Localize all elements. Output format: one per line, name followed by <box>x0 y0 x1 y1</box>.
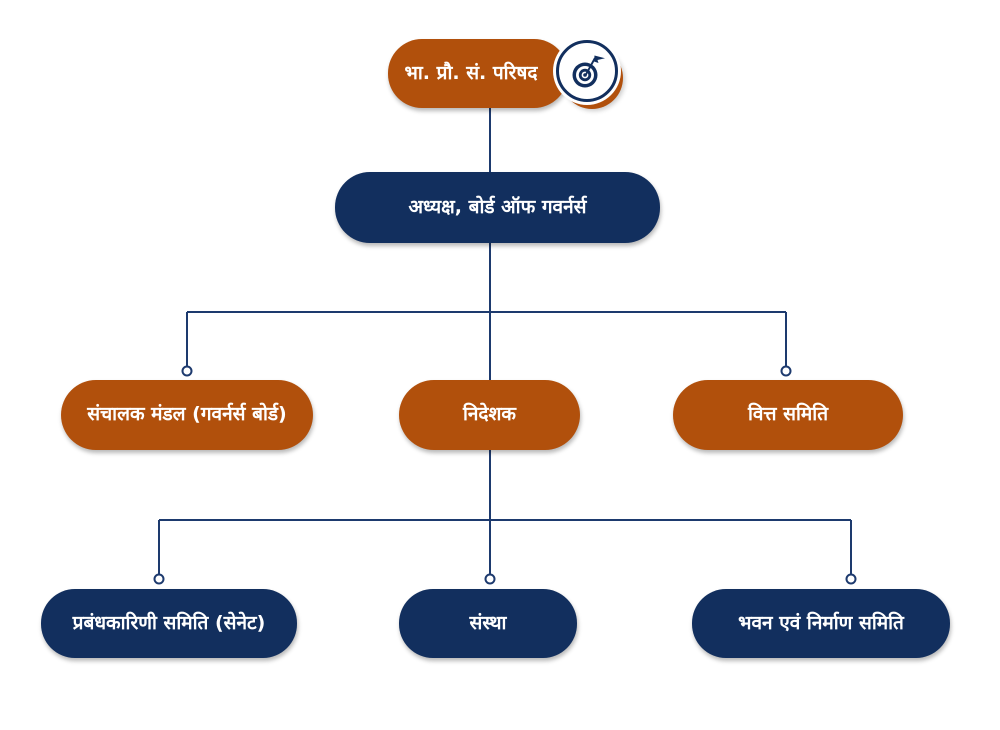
org-node-root: भा. प्रौ. सं. परिषद <box>388 39 568 108</box>
org-node-senate: प्रबंधकारिणी समिति (सेनेट) <box>41 589 297 658</box>
org-node-building-committee: भवन एवं निर्माण समिति <box>692 589 950 658</box>
org-node-finance-committee: वित्त समिति <box>673 380 903 450</box>
org-node-governors-board: संचालक मंडल (गवर्नर्स बोर्ड) <box>61 380 313 450</box>
org-node-chairman: अध्यक्ष, बोर्ड ऑफ गवर्नर्स <box>335 172 660 243</box>
connector-dot <box>845 573 857 585</box>
connector-dot <box>153 573 165 585</box>
org-node-institute-label: संस्था <box>469 611 507 634</box>
org-node-governors-board-label: संचालक मंडल (गवर्नर्स बोर्ड) <box>87 403 287 426</box>
org-node-director-label: निदेशक <box>462 403 517 426</box>
org-node-building-committee-label: भवन एवं निर्माण समिति <box>738 611 904 634</box>
org-node-director: निदेशक <box>399 380 580 450</box>
org-node-senate-label: प्रबंधकारिणी समिति (सेनेट) <box>72 611 266 634</box>
org-node-finance-committee-label: वित्त समिति <box>747 403 829 426</box>
connector-dot <box>780 365 792 377</box>
org-node-chairman-label: अध्यक्ष, बोर्ड ऑफ गवर्नर्स <box>408 195 587 218</box>
root-badge <box>556 40 618 102</box>
connector-dot <box>181 365 193 377</box>
org-node-institute: संस्था <box>399 589 577 658</box>
org-node-root-label: भा. प्रौ. सं. परिषद <box>404 61 538 84</box>
target-flag-icon <box>572 55 605 88</box>
connector-dot <box>484 573 496 585</box>
